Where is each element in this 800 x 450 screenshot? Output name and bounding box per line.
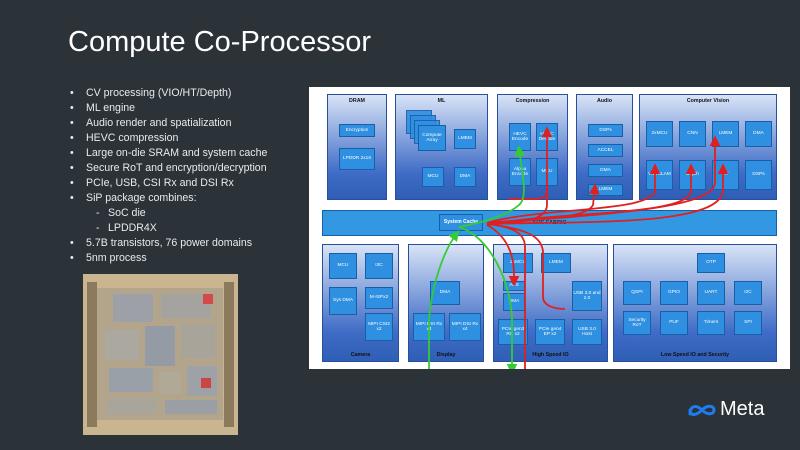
lsio-puf: PUF xyxy=(660,311,688,335)
hsio-usb3-usb2: USB 3.0 and 2.0 xyxy=(572,281,602,311)
red-wire-lmem xyxy=(486,135,721,226)
lsio-spi: SPI xyxy=(734,311,762,335)
bullet-transistors: 5.7B transistors, 76 power domains xyxy=(70,236,267,251)
ml-lmem: LMEM xyxy=(454,129,476,149)
compression-title: Compression xyxy=(515,98,550,104)
audio-dsps: DSPs xyxy=(588,124,623,137)
red-wire-dma xyxy=(486,224,520,287)
bullet-list: CV processing (VIO/HT/Depth) ML engine A… xyxy=(70,86,267,266)
meta-logo: Meta xyxy=(687,398,764,421)
dram-block: DRAM Encryption LPDDR 2x16 xyxy=(327,94,387,200)
bullet-process: 5nm process xyxy=(70,251,267,266)
ml-dma: DMA xyxy=(454,167,476,187)
camera-title: Camera xyxy=(350,352,371,358)
display-title: Display xyxy=(436,352,456,358)
cv-lmem: LMEM xyxy=(712,121,739,147)
cv-title: Computer Vision xyxy=(686,98,730,104)
bullet-soc-die: SoC die xyxy=(70,206,267,221)
bullet-sram: Large on-die SRAM and system cache xyxy=(70,146,267,161)
dram-lpddr: LPDDR 2x16 xyxy=(339,148,375,170)
lsio-qspi: QSPI xyxy=(623,281,651,305)
hsio-title: High Speed IO xyxy=(532,352,569,358)
lsio-otp: OTP xyxy=(697,253,725,273)
cv-dma: DMA xyxy=(745,121,772,147)
camera-mipi-csi2: MIPI CSI2 x2 xyxy=(365,313,393,341)
cv-cnn: CNN xyxy=(679,121,706,147)
compression-block: Compression HEVC Encode HEVC Decode Alph… xyxy=(497,94,568,200)
hsio-usb3-host: USB 3.0 Host xyxy=(572,319,602,345)
audio-dma: DMA xyxy=(588,164,623,177)
hsio-lmem: LMEM xyxy=(541,253,571,273)
lsio-i2c: I2C xyxy=(734,281,762,305)
ml-block: ML Compute Array LMEM MCU DMA xyxy=(395,94,488,200)
camera-mcu: MCU xyxy=(329,253,357,279)
slide-title: Compute Co-Processor xyxy=(68,26,371,58)
dram-encryption: Encryption xyxy=(339,124,375,137)
audio-accel: ACCEL xyxy=(588,144,623,157)
green-wire-pcie xyxy=(458,226,518,369)
data-path-wires xyxy=(428,126,729,369)
bullet-lpddr4x: LPDDR4X xyxy=(70,221,267,236)
meta-infinity-icon xyxy=(688,404,716,416)
red-wire-hevc-decode xyxy=(486,126,553,224)
display-block: Display DMA MIPI DSI Rx x4 MIPI DSI Rx x… xyxy=(408,244,484,362)
bullet-security: Secure RoT and encryption/decryption xyxy=(70,161,267,176)
lsio-timers: Timers xyxy=(697,311,725,335)
cv-depth: Depth xyxy=(679,160,706,190)
system-cache: System Cache xyxy=(439,214,483,231)
computer-vision-block: Computer Vision 2xMCU CNN LMEM DMA VIO/S… xyxy=(639,94,777,200)
red-wire-audio xyxy=(486,183,600,224)
die-photo-graphic xyxy=(83,274,238,435)
hsio-pcie-gen4: PCIe gen4 EP x2 xyxy=(535,319,565,345)
red-wire-mcu-loop xyxy=(509,179,548,200)
bullet-ml-engine: ML engine xyxy=(70,101,267,116)
lsio-title: Low Speed IO and Security xyxy=(660,352,730,358)
camera-sys-dma: Sys DMA xyxy=(329,287,357,315)
red-wire-ht xyxy=(486,163,729,225)
red-wire-usb xyxy=(486,223,566,310)
lsio-gpio: GPIO xyxy=(660,281,688,305)
block-diagram: DRAM Encryption LPDDR 2x16 ML Compute Ar… xyxy=(309,87,790,369)
bullet-audio: Audio render and spatialization xyxy=(70,116,267,131)
green-wire-hevc-encode xyxy=(458,145,526,228)
die-photo xyxy=(83,274,238,435)
dram-title: DRAM xyxy=(349,98,365,104)
ml-mcu: MCU xyxy=(422,167,444,187)
hsio-pcie-gen3: PCIe gen3 RC x2 xyxy=(498,319,528,345)
low-speed-io-block: Low Speed IO and Security OTP QSPI GPIO … xyxy=(613,244,777,362)
red-wires xyxy=(486,126,729,369)
bullet-sip: SiP package combines: xyxy=(70,191,267,206)
camera-i3c: I3C xyxy=(365,253,393,279)
red-wire-vio xyxy=(486,163,661,224)
lsio-security-rot: Security RoT xyxy=(623,311,651,335)
bullet-hevc: HEVC compression xyxy=(70,131,267,146)
camera-m-isp: M-ISPx2 xyxy=(365,287,393,309)
green-wire-display xyxy=(428,230,460,369)
cv-2xmcu: 2xMCU xyxy=(646,121,673,147)
display-dma: DMA xyxy=(430,281,460,305)
display-mipi-dsi-2: MIPI DSI Rx x4 xyxy=(449,313,481,341)
ml-compute-array: Compute Array xyxy=(418,125,446,151)
bullet-cv-processing: CV processing (VIO/HT/Depth) xyxy=(70,86,267,101)
camera-block: Camera MCU I3C Sys DMA M-ISPx2 MIPI CSI2… xyxy=(322,244,399,362)
cv-dsps: DSPs xyxy=(745,160,772,190)
lsio-uart: UART xyxy=(697,281,725,305)
bullet-io: PCIe, USB, CSI Rx and DSI Rx xyxy=(70,176,267,191)
meta-logo-text: Meta xyxy=(720,398,765,420)
red-wire-pcie-down xyxy=(486,222,526,369)
green-wires xyxy=(428,145,526,369)
audio-title: Audio xyxy=(596,98,612,104)
ml-title: ML xyxy=(437,98,446,104)
audio-block: Audio DSPs ACCEL DMA LMEM xyxy=(576,94,633,200)
